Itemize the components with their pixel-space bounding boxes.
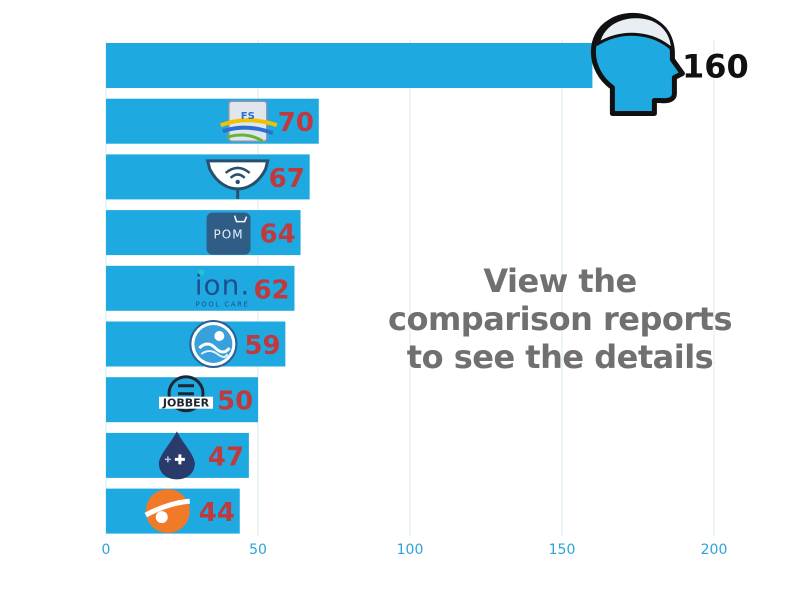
x-tick-label: 100 — [397, 542, 424, 558]
svg-text:FS: FS — [241, 111, 255, 122]
x-tick-label: 200 — [701, 542, 728, 558]
jobber-logo: JOBBER — [159, 375, 213, 413]
bar — [106, 98, 319, 144]
ion-pool-care-logo: ion.POOL CARE — [195, 268, 250, 308]
x-tick-label: 150 — [549, 542, 576, 558]
value-label: 160 — [682, 48, 749, 86]
head-profile-icon — [590, 12, 685, 116]
svg-text:POOL CARE: POOL CARE — [196, 300, 250, 308]
pom-logo: POM — [206, 212, 251, 255]
wifi-pool-logo — [205, 159, 270, 199]
svg-text:POM: POM — [214, 228, 244, 242]
svg-text:JOBBER: JOBBER — [162, 397, 210, 410]
value-label: 67 — [269, 164, 305, 194]
callout-line-3: to see the details — [406, 338, 714, 376]
value-label: 62 — [253, 275, 289, 305]
comparison-callout: View the comparison reports to see the d… — [360, 262, 760, 376]
bar — [106, 43, 593, 88]
value-label: 70 — [278, 108, 314, 138]
value-labels: 160 70 67 64 62 59 50 47 44 — [199, 48, 749, 529]
x-tick-label: 50 — [249, 542, 267, 558]
callout-line-2: comparison reports — [388, 300, 733, 338]
fs-logo: FS — [220, 100, 278, 143]
value-label: 44 — [199, 498, 235, 528]
value-label: 47 — [208, 442, 244, 472]
wave-circle-logo — [189, 320, 238, 368]
value-label: 64 — [260, 220, 296, 250]
logos: FS POM ion.POOL CARE JOBBER — [144, 12, 685, 534]
water-drop-plus-logo — [158, 431, 195, 480]
callout-line-1: View the — [483, 262, 637, 300]
value-label: 59 — [244, 331, 280, 361]
x-axis-ticks: 0 50 100 150 200 — [102, 542, 728, 558]
bar — [106, 210, 301, 256]
value-label: 50 — [217, 387, 253, 417]
orange-circle-logo — [144, 489, 191, 534]
x-tick-label: 0 — [102, 542, 111, 558]
